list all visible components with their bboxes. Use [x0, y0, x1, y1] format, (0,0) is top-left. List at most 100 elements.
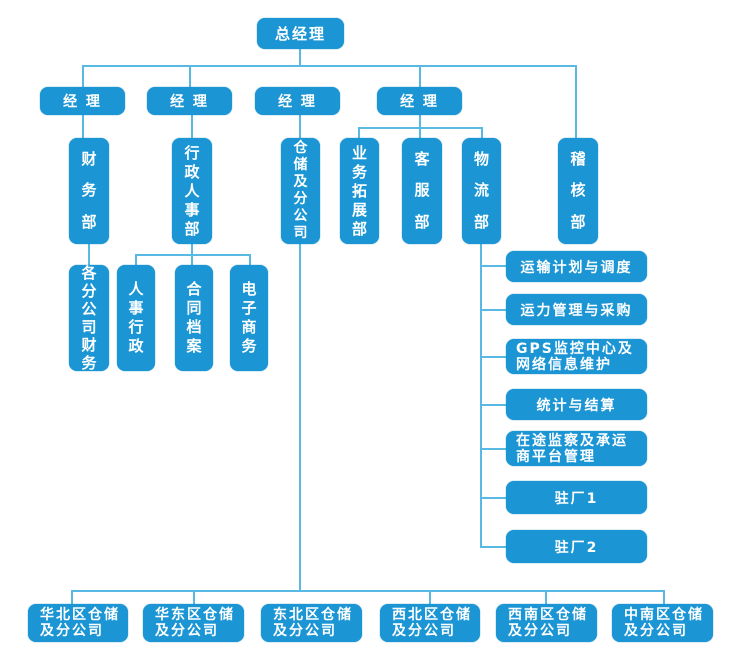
connector-line [88, 243, 90, 265]
vertical-char: 司 [81, 318, 97, 336]
connector-line [358, 127, 483, 129]
connector-line [71, 590, 73, 604]
vertical-char: 拓 [351, 181, 367, 200]
vertical-char: 合 [186, 280, 202, 298]
admin-sub-box: 电子商务 [230, 265, 268, 371]
vertical-char: 公 [81, 300, 97, 318]
vertical-char: 商 [241, 318, 257, 336]
connector-line [480, 243, 482, 547]
logistics-sub-box: GPS监控中心及 网络信息维护 [506, 339, 647, 374]
connector-line [299, 114, 301, 590]
vertical-char: 政 [184, 162, 200, 181]
manager-box: 经 理 [40, 87, 125, 115]
connector-line [480, 309, 506, 311]
vertical-char: 行 [184, 143, 200, 162]
vertical-char: 仓 [293, 140, 308, 156]
admin-sub-box: 合同档案 [175, 265, 213, 371]
vertical-char: 公 [293, 208, 308, 224]
vertical-char: 务 [241, 337, 257, 355]
manager-box: 经 理 [377, 87, 462, 115]
finance-sub-box: 各分公司财务 [69, 264, 109, 372]
vertical-char: 分 [81, 282, 97, 300]
connector-line [480, 546, 506, 548]
logistics-sub-box: 运输计划与调度 [506, 251, 647, 282]
dept-audit: 稽核部 [558, 138, 598, 244]
logistics-sub-box: 统计与结算 [506, 389, 647, 420]
dept-customer-service: 客服部 [402, 138, 442, 244]
dept-logistics: 物流部 [462, 138, 501, 244]
dept-warehouse: 仓储及分公司 [281, 138, 320, 244]
connector-line [545, 590, 547, 604]
connector-line [358, 127, 360, 138]
connector-line [480, 265, 506, 267]
connector-line [82, 65, 577, 67]
vertical-char: 子 [241, 299, 257, 317]
regional-branch-box: 东北区仓储 及分公司 [261, 604, 362, 642]
vertical-char: 务 [81, 181, 97, 200]
regional-branch-box: 西南区仓储 及分公司 [496, 604, 597, 642]
connector-line [82, 65, 84, 87]
connector-line [299, 48, 301, 66]
connector-line [419, 65, 421, 87]
connector-line [135, 254, 250, 256]
vertical-char: 部 [570, 212, 586, 231]
logistics-sub-box: 运力管理与采购 [506, 294, 647, 325]
vertical-char: 人 [128, 280, 144, 298]
dept-finance: 财务部 [69, 138, 109, 244]
regional-branch-box: 中南区仓储 及分公司 [612, 604, 713, 642]
vertical-char: 电 [241, 280, 257, 298]
vertical-char: 司 [293, 225, 308, 241]
vertical-char: 人 [184, 181, 200, 200]
vertical-char: 各 [81, 264, 97, 282]
connector-line [480, 356, 506, 358]
connector-line [481, 127, 483, 138]
dept-business-dev: 业务拓展部 [340, 138, 379, 244]
dept-admin-hr: 行政人事部 [172, 138, 212, 244]
vertical-char: 部 [414, 212, 430, 231]
vertical-char: 政 [128, 337, 144, 355]
connector-line [419, 114, 421, 138]
manager-box: 经 理 [147, 87, 232, 115]
vertical-char: 务 [81, 354, 97, 372]
vertical-char: 财 [81, 150, 97, 169]
vertical-char: 核 [570, 181, 586, 200]
connector-line [249, 254, 251, 265]
vertical-char: 务 [351, 162, 367, 181]
admin-sub-box: 人事行政 [117, 265, 155, 371]
regional-branch-box: 华北区仓储 及分公司 [28, 604, 128, 642]
connector-line [480, 404, 506, 406]
logistics-sub-box: 驻厂2 [506, 530, 647, 563]
connector-line [480, 448, 506, 450]
connector-line [191, 114, 193, 138]
connector-line [663, 590, 665, 604]
vertical-char: 部 [473, 212, 489, 231]
vertical-char: 展 [351, 200, 367, 219]
general-manager-box: 总经理 [257, 18, 344, 49]
regional-branch-box: 西北区仓储 及分公司 [380, 604, 480, 642]
connector-line [429, 590, 431, 604]
vertical-char: 案 [186, 337, 202, 355]
vertical-char: 财 [81, 336, 97, 354]
regional-branch-box: 华东区仓储 及分公司 [143, 604, 244, 642]
logistics-sub-box: 在途监察及承运 商平台管理 [506, 431, 647, 466]
vertical-char: 及 [293, 174, 308, 190]
connector-line [189, 65, 191, 87]
logistics-sub-box: 驻厂1 [506, 481, 647, 514]
vertical-char: 同 [186, 299, 202, 317]
connector-line [575, 65, 577, 138]
connector-line [193, 590, 195, 604]
vertical-char: 部 [81, 212, 97, 231]
vertical-char: 客 [414, 150, 430, 169]
vertical-char: 部 [184, 219, 200, 238]
vertical-char: 储 [293, 157, 308, 173]
vertical-char: 档 [186, 318, 202, 336]
vertical-char: 业 [351, 143, 367, 162]
vertical-char: 部 [351, 219, 367, 238]
vertical-char: 流 [473, 181, 489, 200]
vertical-char: 稽 [570, 150, 586, 169]
vertical-char: 物 [473, 150, 489, 169]
connector-line [82, 114, 84, 138]
connector-line [135, 254, 137, 265]
vertical-char: 服 [414, 181, 430, 200]
vertical-char: 事 [184, 200, 200, 219]
